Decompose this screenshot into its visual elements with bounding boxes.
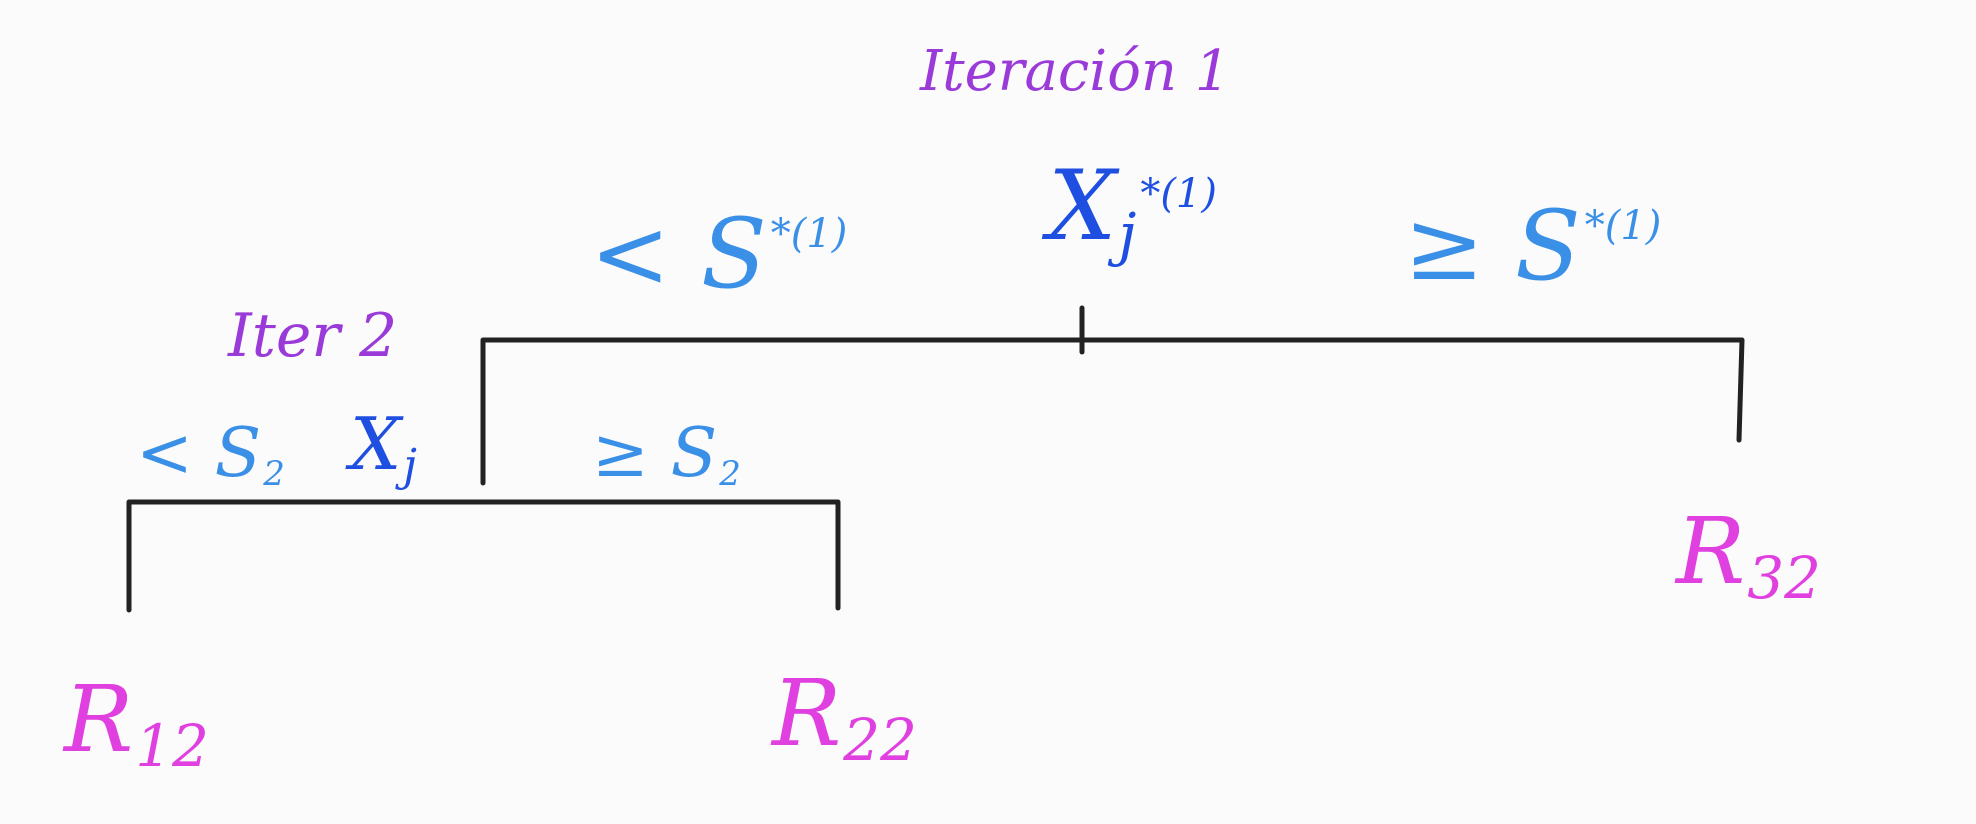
- iter2-left-branch-label: < S2: [136, 420, 285, 491]
- root-variable-superscript: *(1): [1140, 171, 1217, 217]
- root-left-symbol: S: [700, 198, 767, 310]
- root-right-symbol: S: [1514, 190, 1581, 302]
- region-r12-subscript: 12: [135, 711, 210, 780]
- iter2-left-subscript: 2: [263, 453, 285, 494]
- iter2-right-subscript: 2: [719, 453, 741, 494]
- root-split-edge: [480, 337, 1745, 486]
- iter2-left-symbol: S: [214, 414, 262, 493]
- iteration-2-title: Iter 2: [228, 301, 398, 371]
- iter2-split-variable: Xj: [350, 408, 417, 488]
- region-r12: R12: [64, 674, 209, 775]
- iter2-variable-subscript: j: [403, 440, 417, 491]
- iter2-right-symbol: S: [670, 414, 718, 493]
- root-variable-main: X: [1048, 150, 1117, 262]
- iter2-split-edge: [126, 499, 841, 613]
- iter2-left-op: <: [136, 414, 193, 493]
- root-right-branch-label: ≥ S*(1): [1404, 198, 1661, 294]
- iter2-right-op: ≥: [592, 414, 649, 493]
- region-r32-subscript: 32: [1747, 543, 1822, 612]
- root-right-superscript: *(1): [1584, 203, 1662, 249]
- region-r32: R32: [1676, 506, 1821, 607]
- region-r12-main: R: [64, 666, 134, 773]
- iter2-right-branch-label: ≥ S2: [592, 420, 741, 491]
- iteration-1-title: Iteración 1: [920, 39, 1231, 104]
- region-r22: R22: [772, 668, 917, 769]
- root-variable-subscript: j: [1118, 199, 1137, 268]
- iter2-variable-main: X: [350, 402, 402, 486]
- root-right-op: ≥: [1404, 190, 1485, 302]
- region-r22-subscript: 22: [843, 705, 918, 774]
- root-left-op: <: [590, 198, 671, 310]
- root-split-variable: Xj*(1): [1048, 158, 1217, 263]
- root-left-superscript: *(1): [770, 211, 848, 257]
- root-left-branch-label: < S*(1): [590, 206, 847, 302]
- region-r22-main: R: [772, 660, 842, 767]
- region-r32-main: R: [1676, 498, 1746, 605]
